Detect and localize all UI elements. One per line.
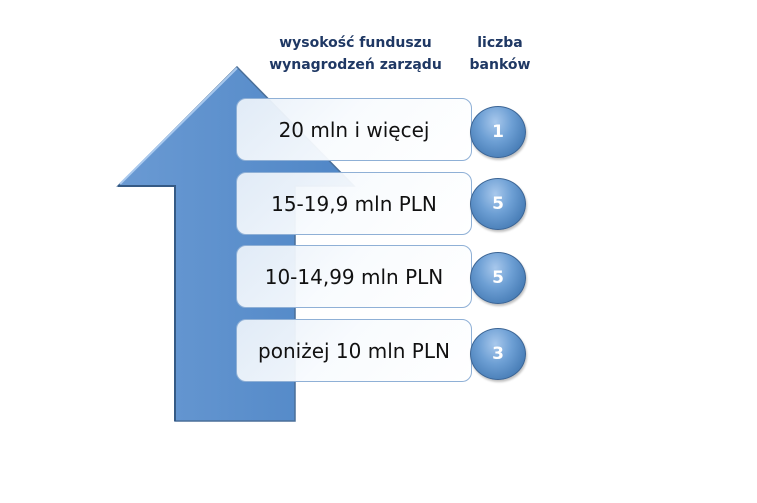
range-label: poniżej 10 mln PLN: [258, 338, 450, 363]
range-label: 15-19,9 mln PLN: [271, 191, 437, 216]
count-badge-20-plus: 1: [470, 106, 526, 158]
bank-count-header: liczba banków: [455, 32, 545, 76]
count-value: 5: [492, 268, 504, 288]
count-badge-10-14: 5: [470, 252, 526, 304]
count-value: 1: [492, 122, 504, 142]
range-label: 20 mln i więcej: [278, 117, 430, 142]
range-box-20-plus: 20 mln i więcej: [236, 98, 472, 161]
count-badge-below-10: 3: [470, 328, 526, 380]
fund-size-header-line1: wysokość funduszu: [279, 35, 432, 51]
range-box-15-19: 15-19,9 mln PLN: [236, 172, 472, 235]
bank-count-header-line2: banków: [469, 57, 531, 73]
bank-count-header-line1: liczba: [477, 35, 523, 51]
count-value: 3: [492, 344, 504, 364]
range-box-10-14: 10-14,99 mln PLN: [236, 245, 472, 308]
count-value: 5: [492, 194, 504, 214]
range-box-below-10: poniżej 10 mln PLN: [236, 319, 472, 382]
count-badge-15-19: 5: [470, 178, 526, 230]
range-label: 10-14,99 mln PLN: [264, 264, 444, 289]
fund-size-header: wysokość funduszu wynagrodzeń zarządu: [258, 32, 453, 76]
fund-size-header-line2: wynagrodzeń zarządu: [269, 57, 442, 73]
